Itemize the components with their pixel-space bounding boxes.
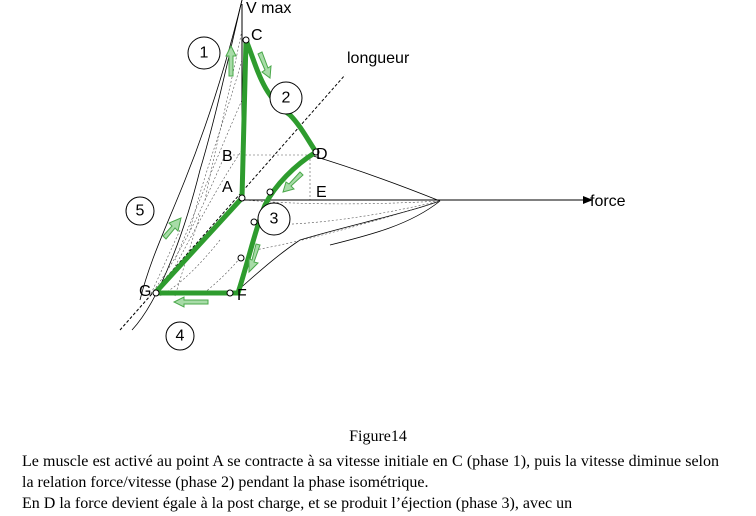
point-f-label: F: [237, 287, 247, 304]
muscle-cycle-loop: [152, 37, 319, 296]
arrow-up-icon: [225, 44, 237, 77]
phase-circles: [125, 36, 303, 351]
point-d-label: D: [316, 146, 328, 163]
force-axis-arrowhead: [583, 196, 593, 204]
arrow-up-right-icon: [162, 217, 182, 240]
force-label: force: [590, 193, 626, 210]
direction-arrows: [162, 44, 304, 308]
point-c-label: C: [251, 27, 263, 44]
phase-5-label: 5: [136, 203, 145, 220]
point-g-label: G: [139, 283, 151, 300]
phase-4-label: 4: [176, 328, 185, 345]
point-markers: [152, 36, 320, 297]
paragraph-line-1: Le muscle est activé au point A se contr…: [22, 453, 719, 491]
phase-5-circle: [125, 196, 155, 226]
surface-dotted-lines: [149, 29, 441, 297]
phase-1-circle: [187, 36, 221, 70]
phase-4-circle: [165, 321, 195, 351]
point-b-label: B: [222, 148, 233, 165]
body-paragraph: Le muscle est activé au point A se contr…: [22, 451, 719, 514]
point-e-label: E: [316, 184, 327, 201]
paragraph-line-2: En D la force devient égale à la post ch…: [22, 495, 573, 512]
arrow-down-right-icon: [257, 51, 272, 79]
vmax-label: V max: [246, 0, 291, 17]
phase-1-label: 1: [200, 45, 209, 62]
point-a-label: A: [222, 179, 233, 196]
arrow-down-icon: [248, 243, 261, 274]
figure-caption: Figure14: [349, 428, 407, 445]
phase-3-label: 3: [270, 211, 279, 228]
phase-2-circle: [269, 81, 303, 115]
longueur-label: longueur: [347, 50, 410, 67]
arrow-down-left-icon: [282, 171, 304, 193]
muscle-cycle-diagram: 1 2 3 4 5 V max longueur force C B D A E…: [119, 0, 626, 351]
phase-2-label: 2: [282, 90, 291, 107]
arrow-left-icon: [172, 296, 209, 308]
phase-3-circle: [257, 202, 291, 236]
